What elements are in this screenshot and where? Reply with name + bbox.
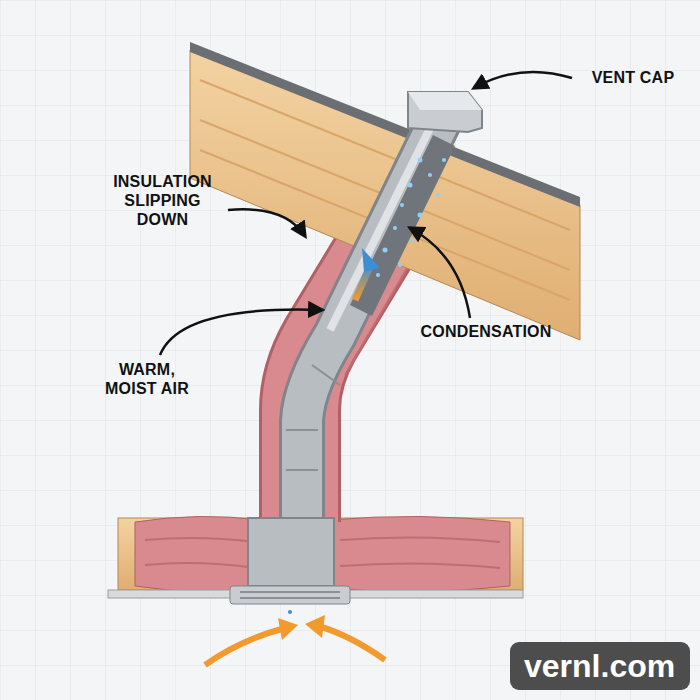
leader-line <box>474 72 572 88</box>
watermark-box: vernl.com <box>510 642 690 690</box>
grille <box>230 586 350 604</box>
airflow-arrow <box>205 628 285 665</box>
leader-line <box>228 209 305 236</box>
ceiling-insulation <box>330 516 510 591</box>
condensation-drops <box>376 158 446 278</box>
fan-housing <box>248 518 334 586</box>
callout-label: CONDENSATION <box>416 322 556 341</box>
leader-line <box>410 228 470 318</box>
ceiling-insulation <box>135 516 260 591</box>
leader-line <box>160 310 322 355</box>
callout-label: VENT CAP <box>578 68 688 87</box>
airflow-arrow <box>318 626 385 660</box>
watermark-text: vernl.com <box>524 647 676 685</box>
callout-label: WARM, MOIST AIR <box>92 360 202 398</box>
callout-label: INSULATION SLIPPING DOWN <box>100 172 225 229</box>
pipe-cutaway <box>350 135 455 316</box>
vent-cap <box>408 92 482 132</box>
